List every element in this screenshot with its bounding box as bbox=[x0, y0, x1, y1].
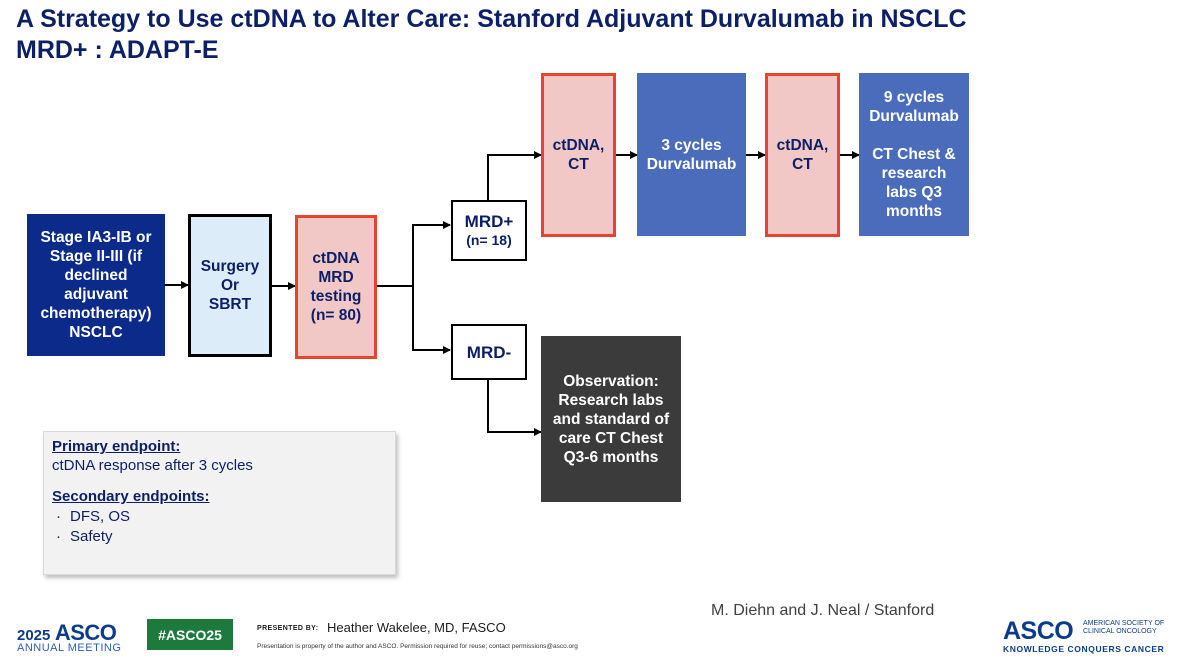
ctdna-ct-box-2: ctDNA, CT bbox=[765, 73, 840, 237]
primary-endpoint-header: Primary endpoint: bbox=[52, 438, 181, 455]
mrd-positive-n: (n= 18) bbox=[466, 231, 512, 248]
logo-asco: ASCO bbox=[54, 620, 117, 645]
ctdna-ct-text-2: ctDNA, CT bbox=[776, 137, 829, 173]
disclaimer-text: Presentation is property of the author a… bbox=[257, 643, 578, 650]
asco-society-logo: ASCO AMERICAN SOCIETY OF CLINICAL ONCOLO… bbox=[1003, 617, 1164, 654]
nine-cycles-text: 9 cycles Durvalumab CT Chest & research … bbox=[869, 89, 959, 220]
title-line-1: A Strategy to Use ctDNA to Alter Care: S… bbox=[16, 5, 967, 33]
slide-title: A Strategy to Use ctDNA to Alter Care: S… bbox=[16, 4, 1176, 66]
mrd-positive-label: MRD+ bbox=[464, 211, 514, 231]
arrow-mrd-pos-to-ctdna bbox=[487, 151, 542, 200]
presenter-name: Heather Wakelee, MD, FASCO bbox=[327, 620, 506, 635]
surgery-text: Surgery Or SBRT bbox=[200, 258, 260, 313]
society-tagline: KNOWLEDGE CONQUERS CANCER bbox=[1003, 644, 1165, 654]
arrow-to-mrd-pos bbox=[412, 221, 451, 286]
secondary-endpoint-item: ·Safety bbox=[56, 528, 113, 545]
endpoints-panel: Primary endpoint: ctDNA response after 3… bbox=[43, 431, 396, 575]
stage-box: Stage IA3-IB or Stage II-III (if decline… bbox=[27, 214, 165, 356]
mrd-positive-box: MRD+ (n= 18) bbox=[451, 200, 527, 261]
author-credit: M. Diehn and J. Neal / Stanford bbox=[711, 602, 935, 619]
mrd-testing-box: ctDNA MRD testing (n= 80) bbox=[295, 215, 377, 359]
secondary-endpoint-text: Safety bbox=[70, 528, 113, 545]
presented-by-label: PRESENTED BY: bbox=[257, 625, 319, 632]
observation-box: Observation: Research labs and standard … bbox=[541, 336, 681, 502]
three-cycles-text: 3 cycles Durvalumab bbox=[646, 136, 737, 173]
stage-text: Stage IA3-IB or Stage II-III (if decline… bbox=[40, 229, 152, 341]
society-logo-asco: ASCO bbox=[1003, 617, 1074, 645]
logo-year: 2025 bbox=[17, 627, 51, 644]
primary-endpoint-text: ctDNA response after 3 cycles bbox=[52, 457, 253, 474]
mrd-negative-label: MRD- bbox=[466, 342, 512, 362]
secondary-endpoints-header: Secondary endpoints: bbox=[52, 488, 210, 505]
arrow-to-mrd-neg bbox=[412, 286, 451, 354]
hashtag-badge: #ASCO25 bbox=[147, 619, 233, 650]
title-line-2: MRD+ : ADAPT-E bbox=[16, 36, 219, 64]
nine-cycles-box: 9 cycles Durvalumab CT Chest & research … bbox=[859, 73, 969, 236]
logo-annual-meeting: ANNUAL MEETING bbox=[17, 642, 122, 654]
three-cycles-box: 3 cycles Durvalumab bbox=[637, 73, 746, 236]
secondary-endpoint-item: ·DFS, OS bbox=[56, 508, 131, 525]
observation-text: Observation: Research labs and standard … bbox=[552, 372, 670, 466]
society-name: AMERICAN SOCIETY OF CLINICAL ONCOLOGY bbox=[1083, 620, 1165, 635]
secondary-endpoint-text: DFS, OS bbox=[70, 508, 131, 525]
mrd-testing-text: ctDNA MRD testing (n= 80) bbox=[310, 250, 362, 324]
asco-annual-meeting-logo: 2025 ASCO ANNUAL MEETING bbox=[17, 620, 121, 654]
mrd-negative-box: MRD- bbox=[451, 324, 527, 380]
ctdna-ct-box-1: ctDNA, CT bbox=[541, 73, 616, 237]
ctdna-ct-text-1: ctDNA, CT bbox=[552, 137, 605, 173]
arrow-mrd-neg-to-observation bbox=[487, 380, 542, 436]
surgery-box: Surgery Or SBRT bbox=[188, 214, 272, 357]
